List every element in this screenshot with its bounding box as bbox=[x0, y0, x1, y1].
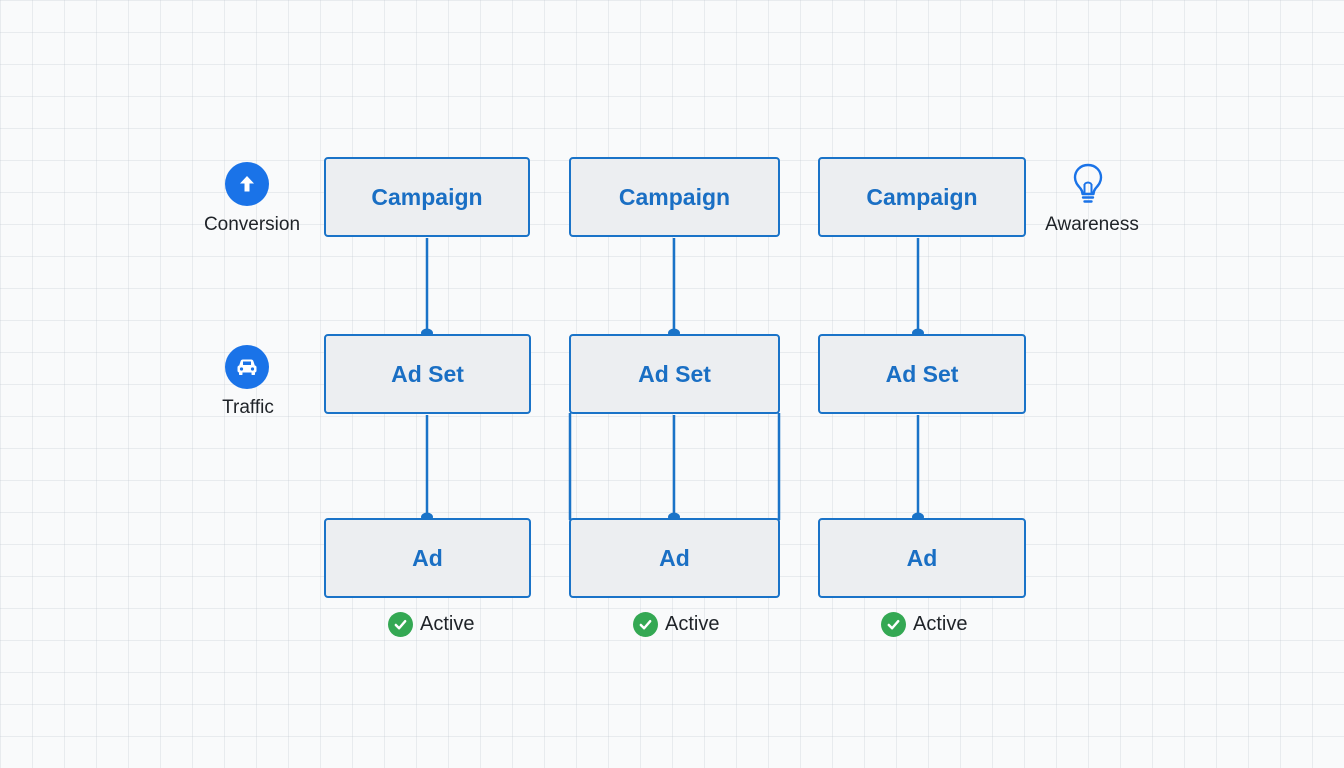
status-badge-3: Active bbox=[881, 612, 967, 637]
checkmark-icon bbox=[633, 612, 658, 637]
ad-node-2[interactable]: Ad bbox=[569, 518, 780, 598]
status-badge-2: Active bbox=[633, 612, 719, 637]
status-badge-1: Active bbox=[388, 612, 474, 637]
campaign-node-label: Campaign bbox=[618, 183, 731, 210]
campaign-node-3[interactable]: Campaign bbox=[818, 157, 1026, 237]
status-label: Active bbox=[420, 613, 475, 635]
ad-node-label: Ad bbox=[412, 544, 443, 571]
adset-node-2[interactable]: Ad Set bbox=[569, 334, 780, 414]
campaign-node-2[interactable]: Campaign bbox=[569, 157, 780, 237]
checkmark-icon bbox=[388, 612, 413, 637]
checkmark-icon bbox=[881, 612, 906, 637]
adset-node-label: Ad Set bbox=[638, 360, 711, 387]
awareness-label: Awareness bbox=[1045, 214, 1139, 235]
adset-node-label: Ad Set bbox=[885, 360, 959, 387]
adset-node-1[interactable]: Ad Set bbox=[324, 334, 531, 414]
conversion-label: Conversion bbox=[203, 214, 301, 235]
adset-node-3[interactable]: Ad Set bbox=[818, 334, 1026, 414]
lightbulb-icon bbox=[1071, 162, 1105, 206]
status-label: Active bbox=[913, 613, 968, 635]
arrow-up-icon bbox=[225, 162, 269, 206]
ad-node-label: Ad bbox=[906, 544, 938, 571]
campaign-node-label: Campaign bbox=[371, 183, 483, 210]
ad-node-label: Ad bbox=[659, 544, 690, 571]
car-icon bbox=[225, 345, 269, 389]
ad-node-3[interactable]: Ad bbox=[818, 518, 1026, 598]
ad-node-1[interactable]: Ad bbox=[324, 518, 531, 598]
traffic-label: Traffic bbox=[222, 397, 274, 418]
campaign-node-1[interactable]: Campaign bbox=[324, 157, 530, 237]
status-label: Active bbox=[665, 613, 720, 635]
campaign-node-label: Campaign bbox=[866, 183, 978, 210]
adset-node-label: Ad Set bbox=[391, 360, 464, 387]
